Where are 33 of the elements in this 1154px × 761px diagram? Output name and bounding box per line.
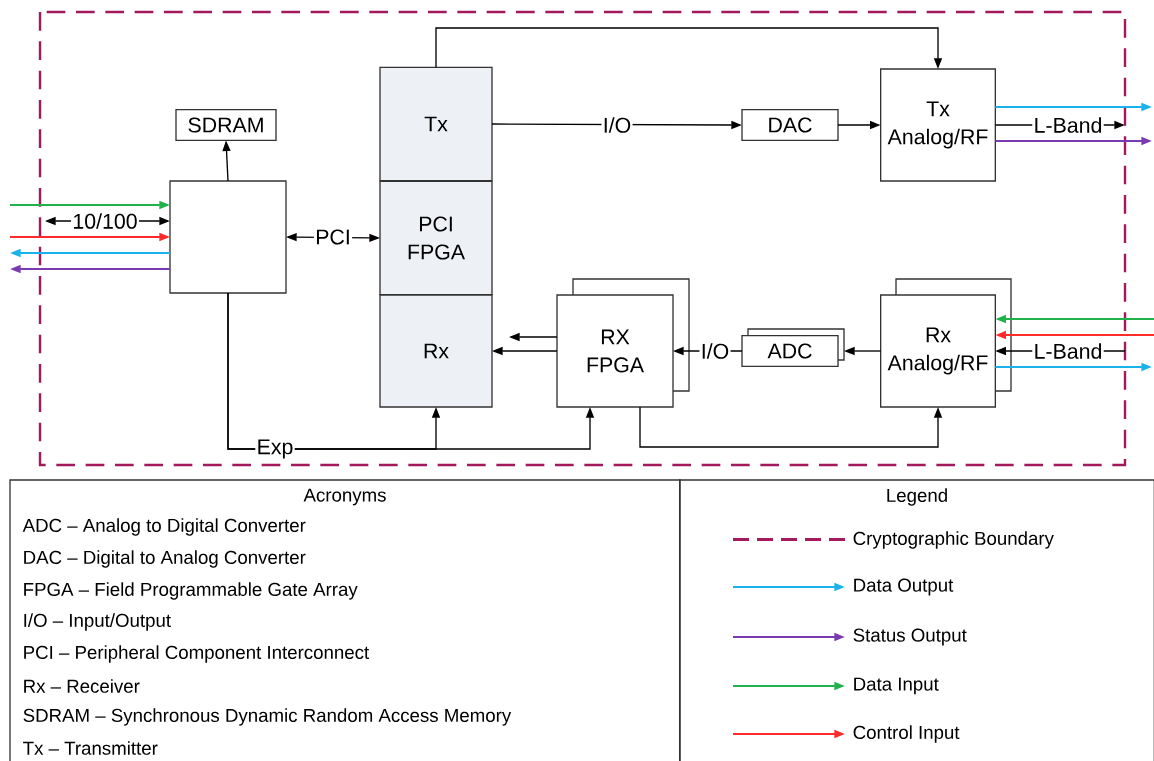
legend-label: Cryptographic Boundary (853, 531, 1054, 549)
stacked-fpga-boxes: RX FPGA (556, 278, 690, 408)
legend-label: Data Output (854, 578, 954, 596)
fpga-section-box: Tx (379, 66, 493, 182)
edge-label: L-Band (1032, 115, 1104, 135)
processor-box (169, 180, 287, 294)
edge-label: L-Band (1032, 341, 1104, 361)
edge-label: PCI (313, 228, 353, 246)
edge-label: Exp (255, 438, 295, 460)
acronym-definition: DAC – Digital to Analog Converter (24, 550, 306, 568)
converter-box: DAC (741, 109, 839, 141)
edge-label: I/O (601, 115, 633, 135)
acronym-definition: SDRAM – Synchronous Dynamic Random Access Memory (23, 708, 512, 726)
edge-label: 10/100 (71, 211, 139, 231)
acronym-definition: FPGA – Field Programmable Gate Array (24, 582, 358, 600)
acronym-definition: Rx – Receiver (24, 679, 140, 693)
fpga-section-box: Rx (379, 294, 493, 408)
legend-label: Data Input (854, 677, 939, 695)
fpga-section-box: PCI FPGA (379, 180, 493, 296)
acronym-definition: ADC – Analog to Digital Converter (22, 518, 306, 536)
transmitter-box: Tx Analog/RF (880, 68, 996, 182)
legend-label: Control Input (853, 725, 960, 743)
acronym-definition: PCI – Peripheral Component Interconnect (24, 645, 370, 663)
stacked-receiver-boxes: Rx Analog/RF (880, 278, 1012, 408)
acronym-definition: Tx – Transmitter (23, 741, 158, 755)
acronyms-panel (9, 479, 681, 761)
acronym-definition: I/O – Input/Output (24, 613, 171, 631)
panel-heading: Legend (887, 488, 947, 506)
panel-heading: Acronyms (303, 488, 386, 506)
stacked-converter-boxes: ADC (741, 328, 845, 367)
legend-label: Status Output (853, 628, 967, 646)
memory-box: SDRAM (175, 109, 277, 141)
edge-label: I/O (699, 341, 731, 361)
